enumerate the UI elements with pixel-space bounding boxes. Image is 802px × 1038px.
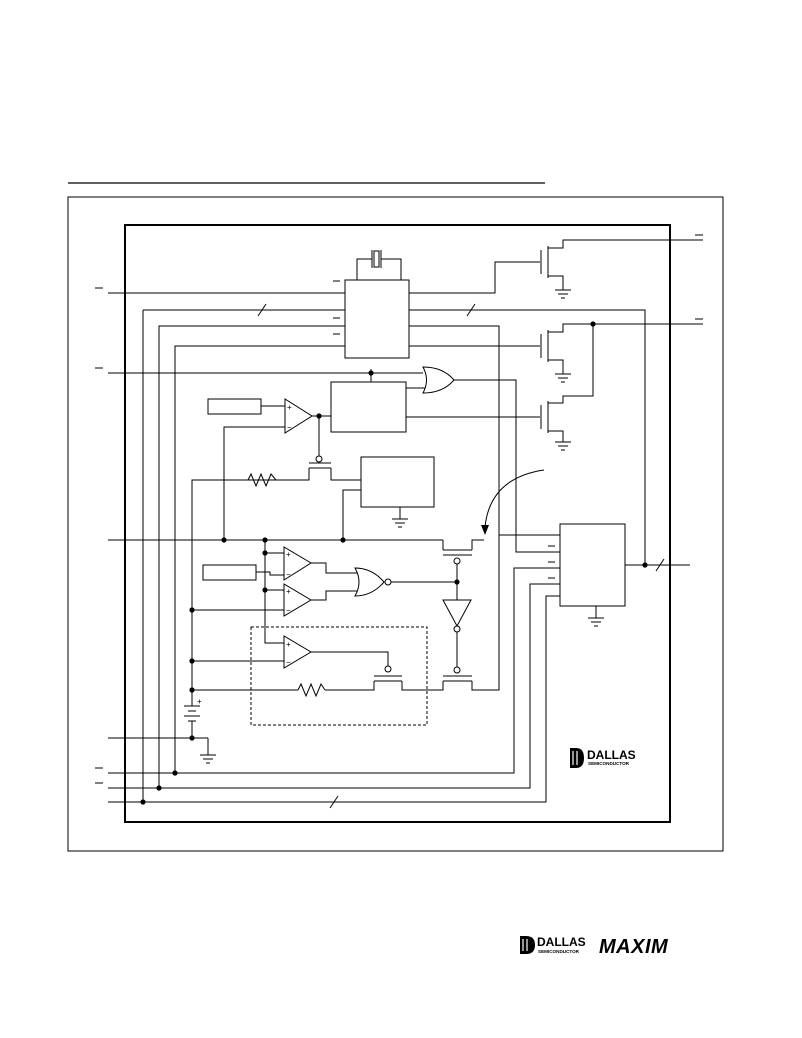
dallas-logo-inside-brand: DALLAS: [587, 748, 636, 762]
comparator-3: [283, 583, 312, 617]
svg-text:−: −: [286, 658, 291, 667]
svg-text:+: +: [287, 403, 292, 412]
maxim-logo-footer: MAXIM: [599, 936, 669, 958]
resistor-2: [297, 682, 326, 698]
svg-text:−: −: [287, 423, 292, 432]
output-fet-2: [540, 318, 703, 383]
crystal-symbol: [356, 250, 402, 280]
outer-frame: [67, 196, 724, 852]
reference-box-2: [202, 564, 257, 581]
dallas-footer-sub: SEMICONDUCTOR: [538, 949, 580, 954]
memory-block: [559, 523, 626, 607]
comparator-1: [284, 398, 313, 434]
chip-boundary: [124, 224, 671, 823]
svg-text:−: −: [286, 570, 291, 579]
maxim-footer-brand: MAXIM: [599, 936, 669, 958]
power-control-block: [360, 456, 435, 508]
comparator-4: [283, 635, 312, 669]
dallas-logo-inside-sub: SEMICONDUCTOR: [588, 761, 630, 766]
output-fet-1: [540, 234, 703, 299]
resistor-1: [247, 472, 277, 488]
timekeeping-block: [344, 279, 410, 359]
dallas-logo-footer: DALLAS SEMICONDUCTOR: [520, 935, 586, 954]
inverter-buffer: [442, 599, 472, 628]
svg-text:+: +: [286, 550, 291, 559]
svg-text:+: +: [197, 697, 202, 706]
control-logic-block: [330, 381, 407, 433]
output-fet-3: [540, 324, 594, 451]
dashed-subblock: [250, 626, 428, 726]
reference-box-1: [207, 398, 262, 415]
or-gate: [422, 366, 455, 394]
comparator-2: [283, 546, 312, 581]
battery-symbol: +: [184, 690, 202, 738]
svg-text:+: +: [286, 587, 291, 596]
nor-gate: [354, 567, 385, 597]
svg-text:+: +: [286, 640, 291, 649]
dallas-footer-brand: DALLAS: [537, 935, 586, 949]
dallas-logo-inside: DALLAS SEMICONDUCTOR: [570, 748, 636, 768]
svg-text:−: −: [286, 606, 291, 615]
